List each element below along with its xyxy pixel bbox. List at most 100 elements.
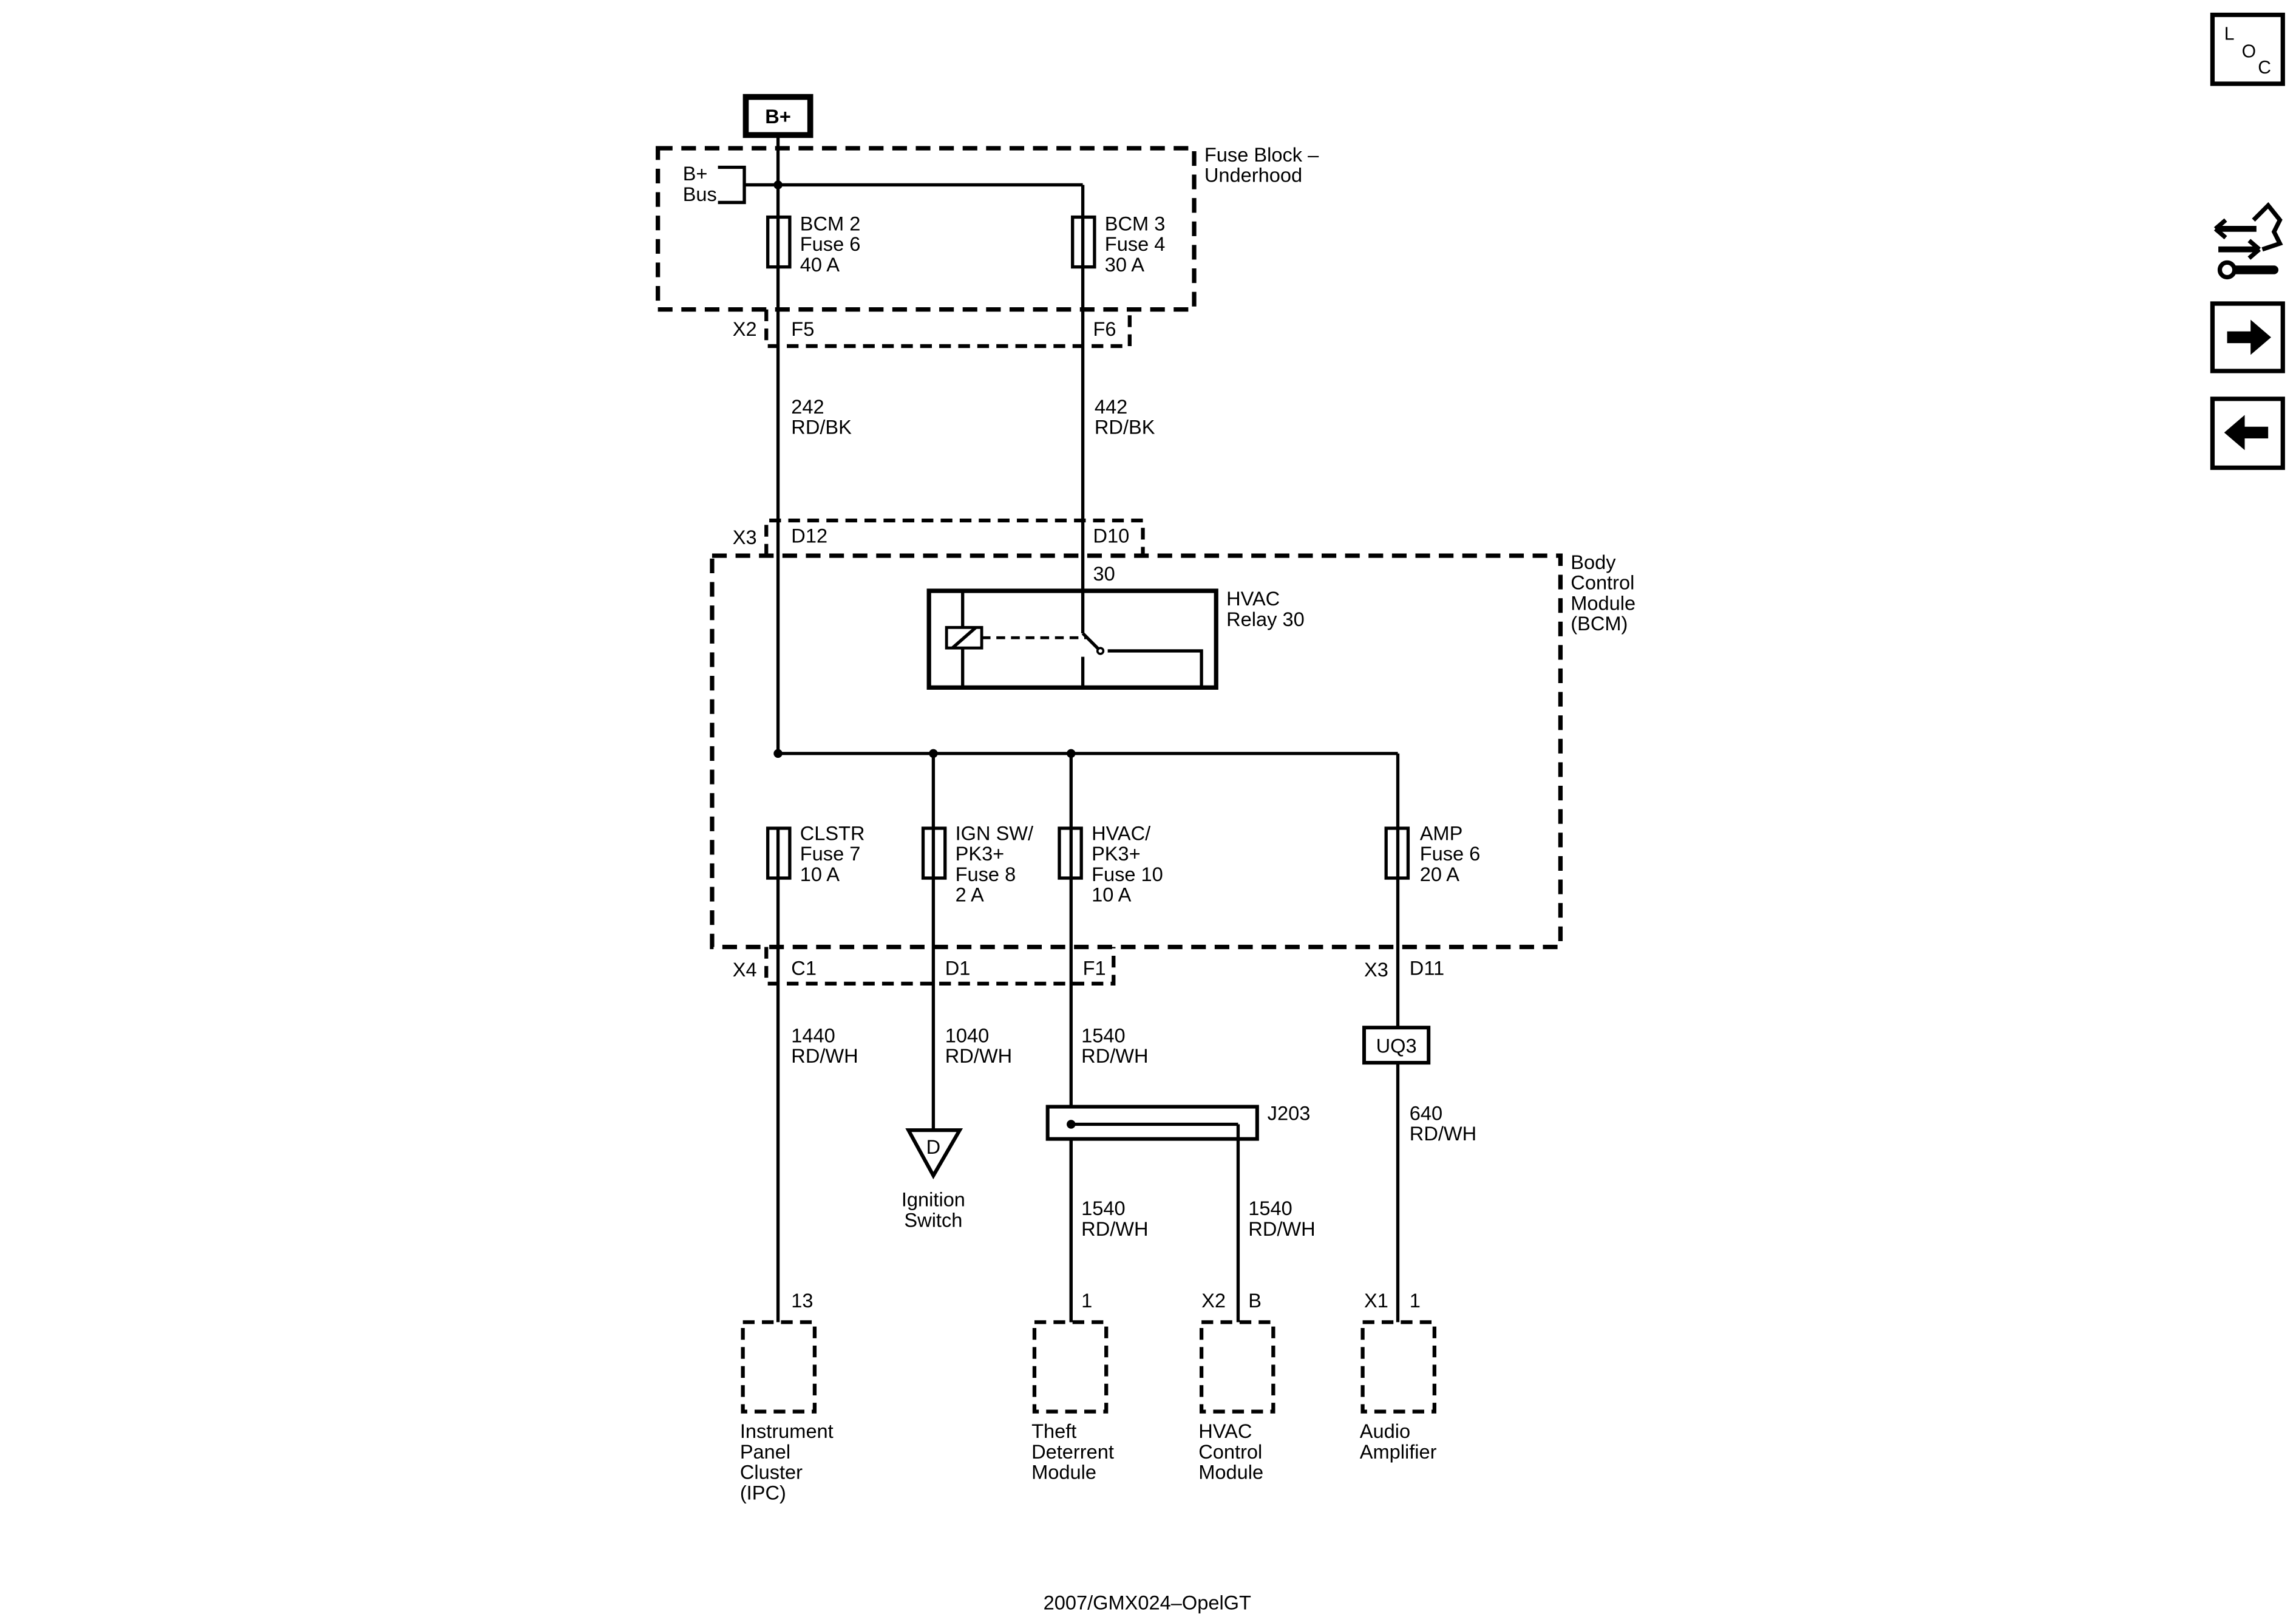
ignition-switch-symbol [905,1128,963,1180]
loc-button[interactable]: L O C [2210,12,2285,86]
bcm-title-2: Control [1571,572,1634,594]
fuse-hvac-label-4: 10 A [1092,884,1131,906]
next-page-button[interactable] [2210,301,2285,373]
ipc-label-3: Cluster [740,1462,803,1483]
fuse-ign-sw-label-3: Fuse 8 [956,863,1016,885]
ipc-label-2: Panel [740,1441,790,1463]
wire-1040-label-1: 1040 [945,1024,989,1046]
fuse-block-title-2: Underhood [1204,165,1302,186]
uq3-label: UQ3 [1376,1035,1417,1057]
amp-label-2: Amplifier [1360,1441,1437,1463]
fuse-ign-sw-label-4: 2 A [956,884,984,906]
wire-442-label-2: RD/BK [1095,417,1155,438]
bus-label-2: Bus [683,183,717,205]
bcm-title-4: (BCM) [1571,613,1628,635]
hvac-module-label-3: Module [1198,1462,1263,1483]
bus-label-1: B+ [683,163,708,185]
branch-wire-hvac-label-2: RD/WH [1248,1218,1315,1240]
connector-x3-input-label: X3 [733,526,757,548]
splice-junction [1067,1120,1076,1129]
fuse-bcm2-label-1: BCM 2 [800,213,861,234]
wire-640-label-2: RD/WH [1410,1123,1476,1145]
loc-letter-c: C [2258,58,2271,78]
diagram-footer: 2007/GMX024–OpelGT [1044,1592,1251,1613]
fuse-amp-label-2: Fuse 6 [1420,843,1481,865]
fuse-clstr-label-3: 10 A [800,863,840,885]
arrow-left-icon [2224,415,2269,451]
connector-x2-label: X2 [733,318,757,340]
pin-c1-label: C1 [791,957,817,979]
wire-1440-label-1: 1440 [791,1024,835,1046]
amp-pin-label: 1 [1410,1290,1421,1312]
wire-1540-label-2: RD/WH [1081,1045,1148,1067]
fuse-amp-label-3: 20 A [1420,863,1459,885]
relay-switch-pivot [1096,647,1105,655]
theft-label-3: Module [1031,1462,1096,1483]
wire-1040-label-2: RD/WH [945,1045,1012,1067]
theft-label-2: Deterrent [1031,1441,1114,1463]
bus-bracket [718,165,746,205]
connector-x4-outline [764,947,1116,986]
ipc-pin-label: 13 [791,1290,813,1312]
ipc-label-1: Instrument [740,1420,834,1442]
wire-1440-label-2: RD/WH [791,1045,858,1067]
connector-x4-label: X4 [733,959,757,981]
fuse-block-title-1: Fuse Block – [1204,144,1319,166]
connector-x3-input-outline [764,519,1145,556]
ignition-label-1: Ignition [902,1189,965,1211]
amp-connector-label: X1 [1364,1290,1388,1312]
wire-1540-label-1: 1540 [1081,1024,1125,1046]
bus-junction [773,180,783,189]
pin-d1-label: D1 [945,957,971,979]
branch-wire-hvac-label-1: 1540 [1248,1197,1292,1219]
branch-wire-theft-label-2: RD/WH [1081,1218,1148,1240]
fuse-clstr-label-1: CLSTR [800,822,865,844]
bcm-boundary [710,553,1563,950]
fuse-bcm2-label-2: Fuse 6 [800,233,861,255]
arrow-right-icon [2227,319,2271,355]
connector-view-icon[interactable] [2213,202,2283,280]
component-audio-amplifier [1360,1320,1436,1414]
relay-coil-winding [951,626,977,650]
fuse-bcm3-label-1: BCM 3 [1105,213,1166,234]
bcm-title-1: Body [1571,551,1616,573]
fuse-hvac-label-2: PK3+ [1092,843,1141,865]
previous-page-button[interactable] [2210,397,2285,470]
connector-x3-output-label: X3 [1364,959,1388,981]
theft-pin-label: 1 [1081,1290,1092,1312]
hvac-module-label-1: HVAC [1198,1420,1252,1442]
hvac-relay [926,588,1218,690]
pin-f5-label: F5 [791,318,814,340]
amp-label-1: Audio [1360,1420,1410,1442]
wire-242-label-2: RD/BK [791,417,852,438]
component-hvac-control-module [1199,1320,1275,1414]
bcm-title-3: Module [1571,592,1635,614]
hvac-module-label-2: Control [1198,1441,1262,1463]
pin-d12-label: D12 [791,525,827,547]
j203-label: J203 [1268,1102,1311,1124]
loc-letter-l: L [2224,24,2235,44]
wire-442-label-1: 442 [1095,396,1127,418]
pin-d11-label: D11 [1410,957,1444,979]
ignition-symbol-letter: D [926,1136,941,1158]
theft-label-1: Theft [1031,1420,1076,1442]
fuse-bcm2-label-3: 40 A [800,254,840,276]
branch-wire-theft-label-1: 1540 [1081,1197,1125,1219]
fuse-bcm3-label-2: Fuse 4 [1105,233,1166,255]
connector-x2-outline [764,309,1132,349]
component-theft-module [1032,1320,1109,1414]
battery-label: B+ [765,106,791,128]
wire-640-label-1: 640 [1410,1102,1442,1124]
relay-contact-path [1107,649,1203,688]
fuse-clstr-label-2: Fuse 7 [800,843,861,865]
hvac-module-pin-label: B [1248,1290,1262,1312]
inline-connector-uq3 [1362,1026,1431,1065]
fuse-ign-sw-label-1: IGN SW/ [956,822,1034,844]
fuse-hvac-label-1: HVAC/ [1092,822,1151,844]
ipc-label-4: (IPC) [740,1482,786,1503]
ignition-label-2: Switch [904,1209,962,1231]
relay-label-2: Relay 30 [1226,608,1305,630]
fuse-hvac-label-3: Fuse 10 [1092,863,1163,885]
relay-switch-arm [1081,632,1102,652]
